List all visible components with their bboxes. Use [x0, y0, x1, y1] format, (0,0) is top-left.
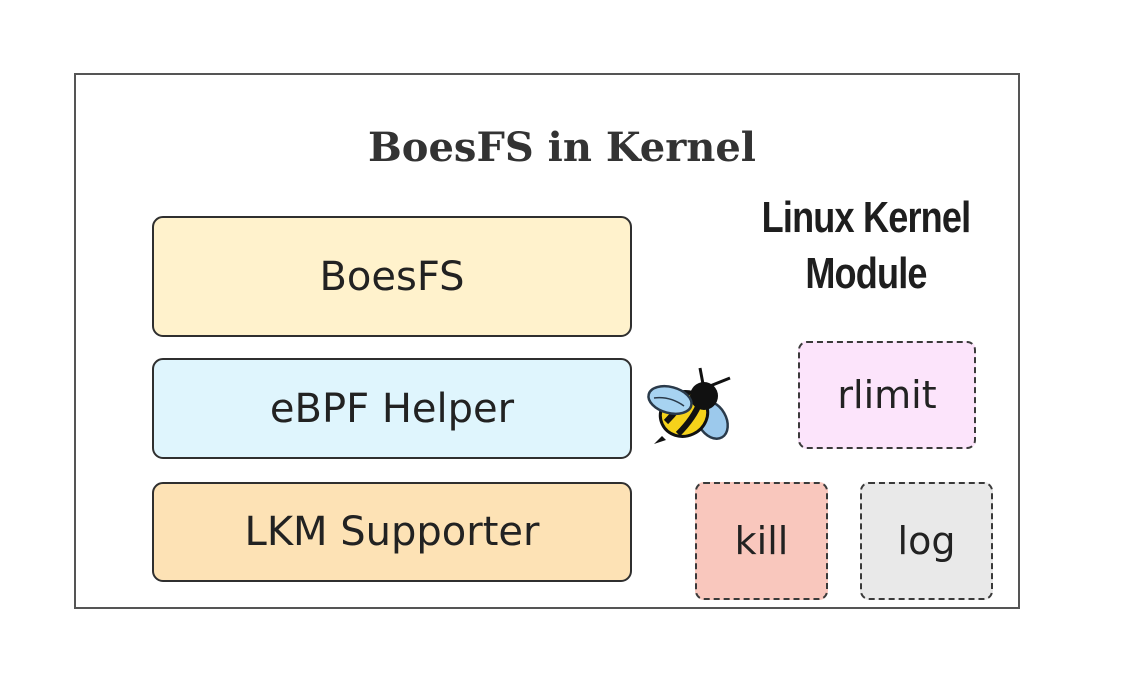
diagram-title: BoesFS in Kernel: [367, 124, 756, 171]
module-log: log: [860, 482, 993, 600]
module-group-title: Linux Kernel Module: [761, 193, 972, 298]
layer-ebpf-helper: eBPF Helper: [152, 358, 632, 459]
module-kill: kill: [695, 482, 828, 600]
bee-icon: [647, 367, 731, 444]
layer-boesfs: BoesFS: [152, 216, 632, 337]
module-rlimit: rlimit: [798, 341, 976, 449]
layer-lkm-supporter: LKM Supporter: [152, 482, 632, 582]
